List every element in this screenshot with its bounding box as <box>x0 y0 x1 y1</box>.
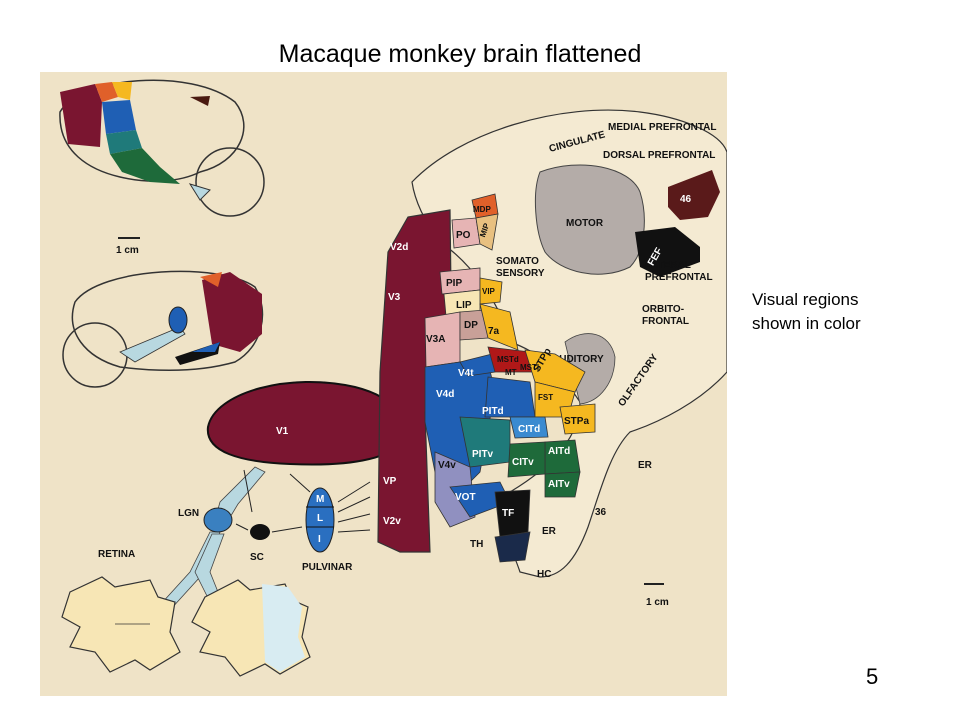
er-label: ER <box>638 460 653 471</box>
frontal-label: FRONTAL <box>642 316 689 327</box>
brain-map-svg: 1 cm V1 LGN SC RETINA PULVINAR M L I <box>59 79 727 677</box>
mstd-label: MSTd <box>497 355 519 364</box>
area-v1-shape <box>206 380 404 466</box>
retina-right <box>191 579 311 677</box>
mt-label: MT <box>505 368 517 377</box>
mstl-label: MSTl <box>520 363 539 372</box>
v4t-label: V4t <box>458 368 474 379</box>
caption-line-1: Visual regions <box>752 290 859 309</box>
v2d-label: V2d <box>390 242 408 253</box>
medial-prefrontal-label: MEDIAL PREFRONTAL <box>608 122 717 133</box>
orbito-label: ORBITO- <box>642 304 684 315</box>
aitv-label: AITv <box>548 479 570 490</box>
scale-bar-top-label: 1 cm <box>116 245 139 256</box>
slide-title: Macaque monkey brain flattened <box>278 40 642 68</box>
pitv-label: PITv <box>472 449 494 460</box>
th-label: TH <box>470 539 483 550</box>
scale-bar-bottom-label: 1 cm <box>646 597 669 608</box>
lateral-brain-view <box>59 79 265 217</box>
pulvinar-m-label: M <box>316 494 324 505</box>
motor-label: MOTOR <box>566 218 604 229</box>
somato-label: SOMATO <box>496 256 539 267</box>
prefrontal-label: PREFRONTAL <box>645 272 713 283</box>
pip-label: PIP <box>446 278 462 289</box>
area-36-label: 36 <box>595 507 607 518</box>
area-46-label: 46 <box>680 194 692 205</box>
fef-area <box>635 227 700 277</box>
v4v-label: V4v <box>438 460 456 471</box>
page-number: 5 <box>866 664 879 689</box>
lip-label: LIP <box>456 300 472 311</box>
dorsal-prefrontal-label: DORSAL PREFRONTAL <box>603 150 715 161</box>
motor-area <box>534 164 645 275</box>
caption-line-2: shown in color <box>752 314 861 333</box>
pulvinar-label: PULVINAR <box>302 562 353 573</box>
caption: Visual regions shown in color <box>752 288 861 336</box>
relay-pathway <box>139 466 371 633</box>
citd-label: CITd <box>518 424 540 435</box>
dorsal-areas <box>424 193 519 368</box>
medial-brain-view <box>62 270 264 388</box>
fst-label: FST <box>538 393 553 402</box>
sensory-label: SENSORY <box>496 268 545 279</box>
vip-label: VIP <box>482 287 496 296</box>
tf-label: TF <box>502 508 514 519</box>
area-7a-label: 7a <box>488 326 500 337</box>
v4d-label: V4d <box>436 389 454 400</box>
vp-label: VP <box>383 476 397 487</box>
v3-label: V3 <box>388 292 401 303</box>
stpa-label: STPa <box>564 416 589 427</box>
lateral-label: LATERAL <box>645 260 691 271</box>
v2v-label: V2v <box>383 516 401 527</box>
auditory-label: AUDITORY <box>552 354 604 365</box>
er2-label: ER <box>542 526 557 537</box>
area-v1-label: V1 <box>276 426 289 437</box>
v2-v3-strip <box>377 209 453 553</box>
v3a-label: V3A <box>426 334 445 345</box>
pulvinar-i-label: I <box>318 534 321 545</box>
area-46 <box>668 170 720 220</box>
citv-label: CITv <box>512 457 534 468</box>
lgn-label: LGN <box>178 508 199 519</box>
ventral-areas <box>424 346 596 563</box>
retina-label: RETINA <box>98 549 135 560</box>
vot-label: VOT <box>455 492 476 503</box>
pitd-label: PITd <box>482 406 504 417</box>
aitd-label: AITd <box>548 446 570 457</box>
sc-label: SC <box>250 552 264 563</box>
mdp-label: MDP <box>473 205 491 214</box>
po-label: PO <box>456 230 471 241</box>
hc-label: HC <box>537 569 551 580</box>
lateral-maroon-region <box>60 84 102 147</box>
dp-label: DP <box>464 320 478 331</box>
retina-left <box>61 576 181 673</box>
pulvinar-l-label: L <box>317 513 323 524</box>
brain-map-figure: 1 cm V1 LGN SC RETINA PULVINAR M L I <box>40 72 727 696</box>
